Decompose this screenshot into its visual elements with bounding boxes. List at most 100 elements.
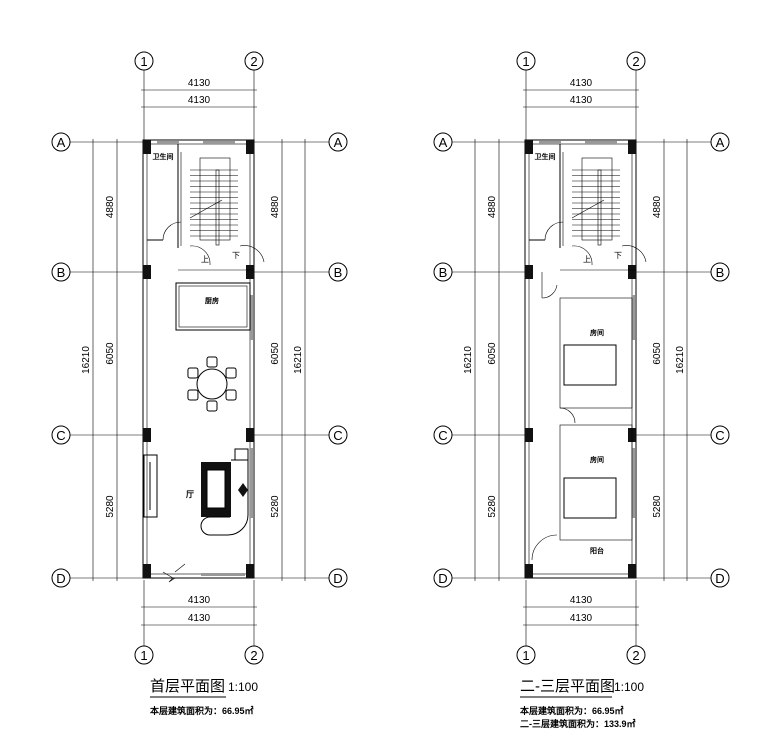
axis-D-left-label: D (438, 571, 447, 586)
window-side-1 (250, 295, 253, 340)
axis-C-right-label: C (333, 428, 342, 443)
bedroom-1 (559, 297, 633, 409)
dim-left-seg-1: 6050 (105, 342, 116, 365)
axis-B-left-label: B (57, 265, 66, 280)
axis-A-left-label: A (57, 135, 66, 150)
dining-chair (206, 356, 218, 368)
coffee-table-top (206, 469, 226, 509)
axis-1-bottom-label: 1 (522, 648, 529, 663)
dim-width-top-outer: 4130 (188, 78, 211, 89)
bedroom-2 (559, 424, 633, 541)
axis-2-top-label: 2 (250, 54, 257, 69)
dim-width-top-outer: 4130 (570, 78, 593, 89)
plan-title: 首层平面图 (150, 678, 225, 695)
column-D-left (525, 564, 533, 578)
bed-1 (563, 344, 617, 386)
dining-chair (206, 400, 218, 412)
lamp (234, 448, 249, 461)
stair-door-swing (189, 245, 211, 266)
window-side-1 (632, 295, 635, 340)
column-D-left (143, 564, 151, 578)
window-top-1 (539, 141, 561, 144)
dim-right-seg-0: 4880 (652, 195, 663, 218)
area-text-1: 本层建筑面积为：66.95㎡ (150, 705, 254, 716)
plan-title: 二-三层平面图 (520, 678, 615, 695)
column-A-right (628, 140, 636, 154)
stair-handrail (215, 169, 220, 246)
dim-left-total: 16210 (81, 346, 92, 374)
axis-D-right-label: D (333, 571, 342, 586)
window-top-2 (585, 141, 617, 144)
dim-width-bottom-outer: 4130 (188, 595, 211, 606)
stair-well (581, 157, 613, 241)
dim-right-seg-1: 6050 (270, 342, 281, 365)
dining-chair (187, 367, 199, 379)
sofa (200, 459, 249, 536)
axis-C-left-label: C (438, 428, 447, 443)
column-C-left (525, 428, 533, 442)
dining-table (196, 368, 228, 400)
dim-width-bottom-outer: 4130 (570, 595, 593, 606)
column-D-right (628, 564, 636, 578)
axis-A-right-label: A (716, 135, 725, 150)
dim-right-seg-2: 5280 (652, 495, 663, 518)
window-side-2 (250, 448, 253, 518)
axis-1-top-label: 1 (140, 54, 147, 69)
dining-chair (187, 389, 199, 401)
stair-well (199, 157, 231, 241)
entry-door-swing (162, 563, 186, 583)
outer-wall-inner (146, 143, 251, 575)
dim-width-top-inner: 4130 (570, 95, 593, 106)
stair-break-line (189, 199, 223, 219)
dining-chair (225, 389, 237, 401)
window-side-2 (632, 448, 635, 518)
stair-door-swing-2 (239, 245, 265, 263)
dim-right-total: 16210 (675, 346, 686, 374)
axis-D-right-label: D (715, 571, 724, 586)
tv-cabinet (143, 454, 158, 518)
area-text-2: 二-三层建筑面积为：133.9㎡ (520, 718, 636, 729)
column-C-right (246, 428, 254, 442)
dim-left-total: 16210 (463, 346, 474, 374)
room-label-balcony: 阳台 (590, 546, 604, 555)
stair-up-label: 上 (583, 255, 591, 264)
stair-up-label: 上 (201, 255, 209, 264)
dim-width-bottom-inner: 4130 (188, 613, 211, 624)
axis-1-top-label: 1 (522, 54, 529, 69)
axis-2-bottom-label: 2 (632, 648, 639, 663)
stair-break-line (571, 199, 605, 219)
window-top-1 (157, 141, 179, 144)
bedroom1-door-swing (541, 284, 558, 299)
axis-1-bottom-label: 1 (140, 648, 147, 663)
bedroom2-door-swing (559, 407, 576, 424)
dim-width-bottom-inner: 4130 (570, 613, 593, 624)
room-label-bath: 卫生间 (153, 152, 174, 161)
stair-door-swing-2 (621, 245, 647, 263)
column-B-left (143, 265, 151, 279)
column-A-left (143, 140, 151, 154)
axis-A-left-label: A (439, 135, 448, 150)
room-label-bedroom-1: 房间 (590, 328, 604, 337)
dim-left-seg-2: 5280 (487, 495, 498, 518)
axis-B-left-label: B (439, 265, 448, 280)
stair-down-label: 下 (232, 251, 240, 260)
axis-D-left-label: D (56, 571, 65, 586)
dim-left-seg-2: 5280 (105, 495, 116, 518)
column-B-right (246, 265, 254, 279)
column-B-left (525, 265, 533, 279)
dim-right-seg-1: 6050 (652, 342, 663, 365)
plant (238, 483, 248, 497)
bath-door-swing (544, 221, 564, 241)
dim-right-seg-2: 5280 (270, 495, 281, 518)
outer-wall (524, 139, 637, 579)
column-A-left (525, 140, 533, 154)
dining-chair (225, 367, 237, 379)
dim-width-top-inner: 4130 (188, 95, 211, 106)
axis-B-right-label: B (716, 265, 725, 280)
outer-wall (142, 139, 255, 579)
window-top-2 (203, 141, 235, 144)
axis-2-bottom-label: 2 (250, 648, 257, 663)
bath-door-swing (162, 221, 182, 241)
